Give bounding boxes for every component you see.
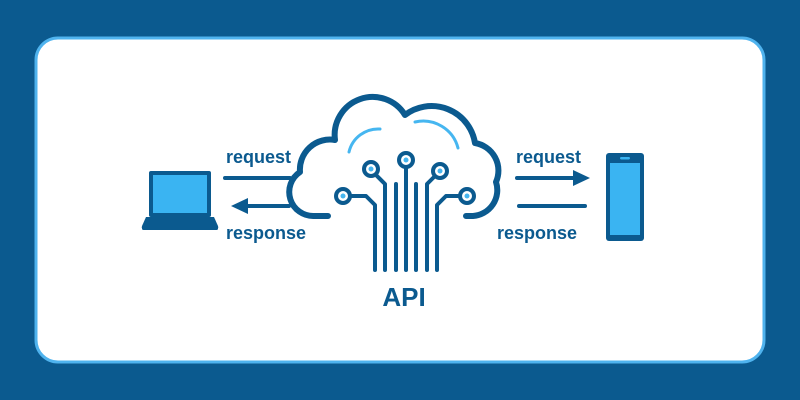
left-response-arrow — [231, 198, 291, 214]
content-panel — [34, 36, 766, 364]
right-request-label: request — [516, 147, 581, 167]
laptop-icon — [141, 171, 219, 230]
right-response-label: response — [497, 223, 577, 243]
cloud-circuit-icon — [286, 93, 502, 272]
left-response-label: response — [226, 223, 306, 243]
api-label: API — [382, 282, 425, 312]
mobile-phone-icon — [606, 153, 644, 241]
right-request-arrow — [515, 170, 590, 186]
left-request-label: request — [226, 147, 291, 167]
